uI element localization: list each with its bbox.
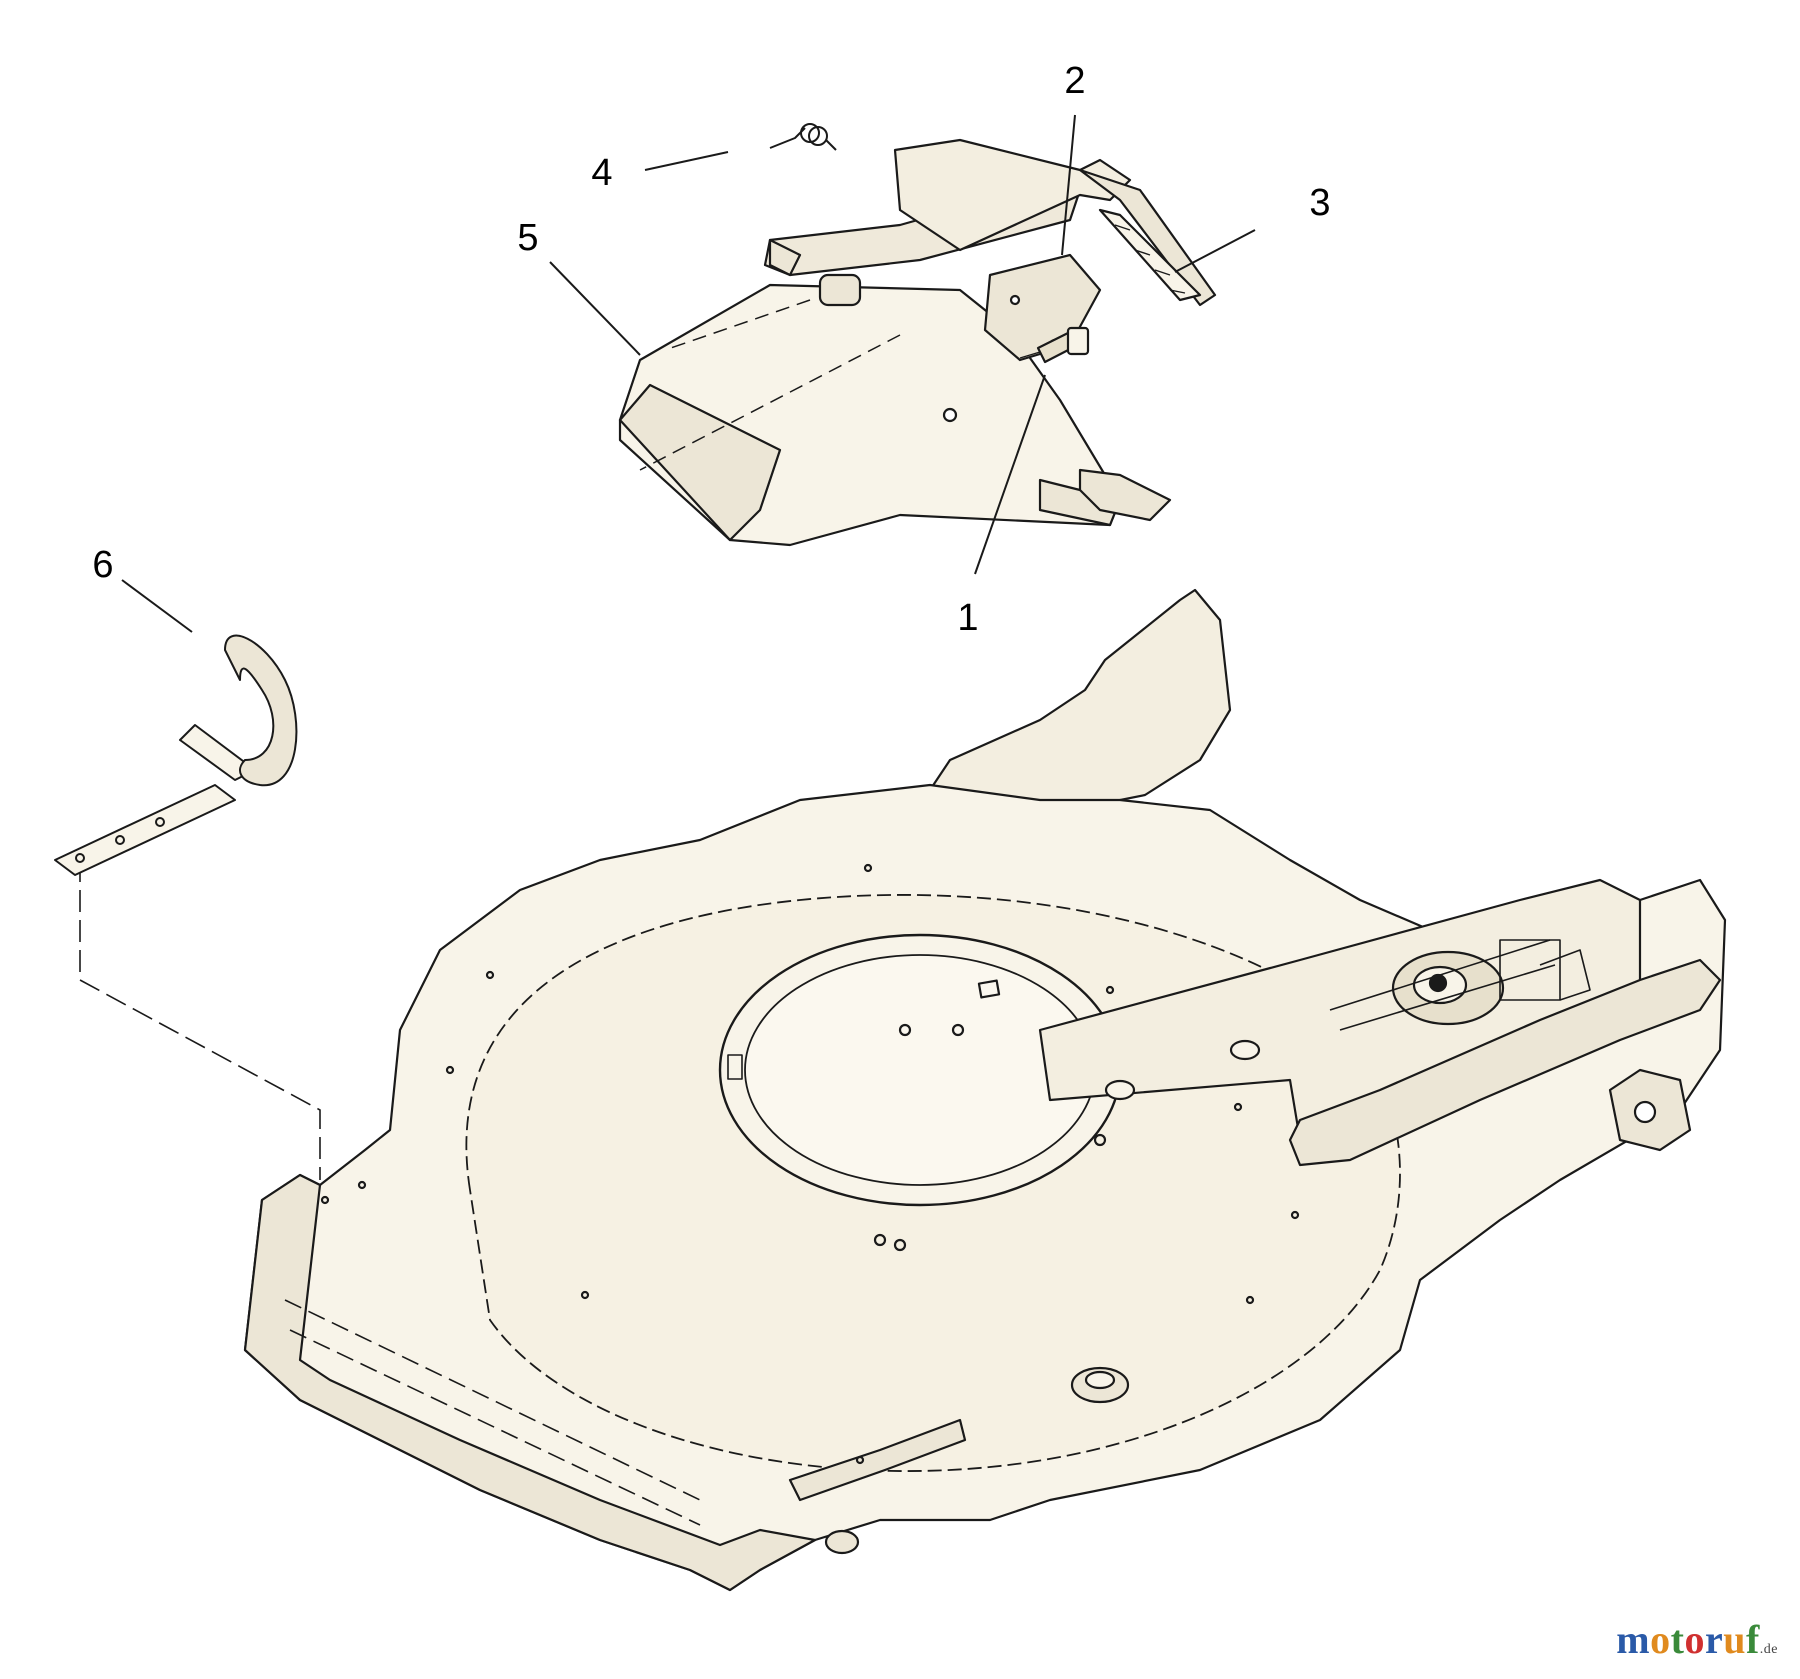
watermark-letter: u [1723, 1617, 1746, 1662]
assembly-line-6 [79, 860, 321, 1180]
leader-line-4 [644, 151, 729, 171]
callout-6: 6 [92, 544, 113, 586]
watermark-letter: f [1745, 1617, 1760, 1662]
chute-assembly [618, 123, 1217, 547]
callout-5: 5 [517, 217, 538, 259]
watermark-letter: m [1616, 1617, 1651, 1662]
part-6-wire-bail [54, 634, 298, 876]
boss [1229, 1039, 1261, 1061]
leader-line-3 [1174, 229, 1256, 273]
callout-1: 1 [957, 597, 978, 639]
mower-deck [243, 588, 1727, 1592]
callout-3: 3 [1309, 182, 1330, 224]
part-3-rod [1078, 168, 1217, 307]
watermark-letter: o [1684, 1617, 1705, 1662]
watermark-letter: t [1670, 1617, 1685, 1662]
watermark-letter: o [1650, 1617, 1671, 1662]
watermark-letter: r [1704, 1617, 1724, 1662]
deck-front-skirt [243, 1173, 817, 1592]
part-1-bolt [1019, 326, 1090, 364]
boss [1104, 1079, 1136, 1101]
watermark-logo: motoruf.de [1616, 1616, 1778, 1663]
watermark-text: motoruf [1616, 1617, 1760, 1662]
callout-4: 4 [591, 152, 612, 194]
leader-line-2 [1061, 114, 1076, 256]
leader-line-5 [549, 261, 641, 356]
callout-2: 2 [1064, 60, 1085, 102]
callouts: 1 2 3 4 5 6 [92, 60, 1330, 639]
part-4-spring [769, 123, 837, 151]
drive-cover-rail [1288, 958, 1722, 1167]
leader-line-6 [121, 579, 193, 633]
watermark-tld: .de [1759, 1642, 1778, 1657]
leader-line-1 [974, 374, 1046, 575]
leader-lines [121, 114, 1256, 633]
